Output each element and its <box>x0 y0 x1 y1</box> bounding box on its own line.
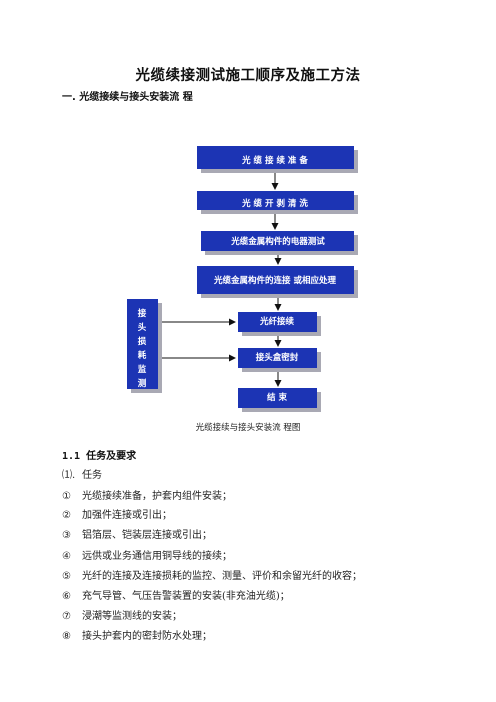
list-item: ② 加强件连接或引出； <box>62 506 172 521</box>
flow-box-connect <box>197 266 354 294</box>
list-item: ① 光缆接续准备，护套内组件安装； <box>62 487 232 502</box>
list-text: 加强件连接或引出； <box>82 510 172 521</box>
list-number: ① <box>62 491 71 502</box>
list-number: ⑤ <box>62 571 71 582</box>
list-text: 任务 <box>82 470 102 481</box>
list-number: ③ <box>62 530 71 541</box>
document-title: 光缆续接测试施工顺序及施工方法 <box>135 68 361 84</box>
list-number: ⑧ <box>62 631 71 642</box>
list-number: ② <box>62 510 71 521</box>
flow-box-connect-label: 光缆金属构件的连接 或相应处理 <box>213 275 336 286</box>
flow-box-open-label: 光 缆 开 剥 清 洗 <box>241 198 308 209</box>
flow-box-end-label: 结 束 <box>267 392 287 403</box>
list-text: 接头护套内的密封防水处理； <box>82 631 212 642</box>
flow-box-end <box>238 388 317 408</box>
flow-box-test <box>201 231 354 251</box>
list-number: ⑦ <box>62 611 71 622</box>
list-text: 光纤的连接及连接损耗的监控、测量、评价和余留光纤的收容； <box>82 571 362 582</box>
list-text: 充气导管、气压告警装置的安装(非充油光缆)； <box>82 591 290 602</box>
figure-caption: 光缆接续与接头安装流 程图 <box>195 423 301 433</box>
list-number: ④ <box>62 551 71 562</box>
list-text: 光缆接续准备，护套内组件安装； <box>82 491 232 502</box>
flow-box-splice-label: 光纤接续 <box>259 316 295 327</box>
flow-box-open <box>197 191 354 210</box>
side-box-char: 接 <box>138 308 147 319</box>
list-intro: ⑴. 任务 <box>62 466 102 481</box>
list-item: ⑦ 浸潮等监测线的安装； <box>62 607 182 622</box>
flow-box-seal <box>238 348 317 368</box>
list-number: ⑴. <box>62 470 76 481</box>
side-box-char: 头 <box>138 322 147 333</box>
flow-box-test-label: 光缆金属构件的电器测试 <box>230 236 325 247</box>
side-box-char: 耗 <box>138 350 147 361</box>
list-text: 远供或业务通信用铜导线的接续； <box>82 551 232 562</box>
section-heading-1: 一. 光缆接续与接头安装流 程 <box>62 92 193 103</box>
flow-box-splice <box>238 312 317 332</box>
side-box-char: 监 <box>138 364 147 375</box>
side-box-char: 测 <box>138 378 147 389</box>
flow-box-seal-label: 接头盒密封 <box>256 352 299 363</box>
flow-box-prep <box>197 146 354 169</box>
list-number: ⑥ <box>62 591 71 602</box>
list-text: 铝箔层、铠装层连接或引出； <box>82 530 212 541</box>
flow-box-loss-monitor <box>127 299 158 389</box>
list-item: ④ 远供或业务通信用铜导线的接续； <box>62 547 232 562</box>
flow-box-prep-label: 光 缆 接 续 准 备 <box>241 155 308 166</box>
side-box-char: 损 <box>138 336 147 347</box>
list-item: ⑧ 接头护套内的密封防水处理； <box>62 627 212 642</box>
list-item: ⑤ 光纤的连接及连接损耗的监控、测量、评价和余留光纤的收容； <box>62 567 362 582</box>
list-text: 浸潮等监测线的安装； <box>82 611 182 622</box>
subsection-heading: 1.1 任务及要求 <box>62 451 137 462</box>
list-item: ⑥ 充气导管、气压告警装置的安装(非充油光缆)； <box>62 587 290 602</box>
flowchart: 光 缆 接 续 准 备 光 缆 开 剥 清 洗 光缆金属构件的电器测试 光缆金属… <box>127 146 358 412</box>
list-item: ③ 铝箔层、铠装层连接或引出； <box>62 526 212 541</box>
